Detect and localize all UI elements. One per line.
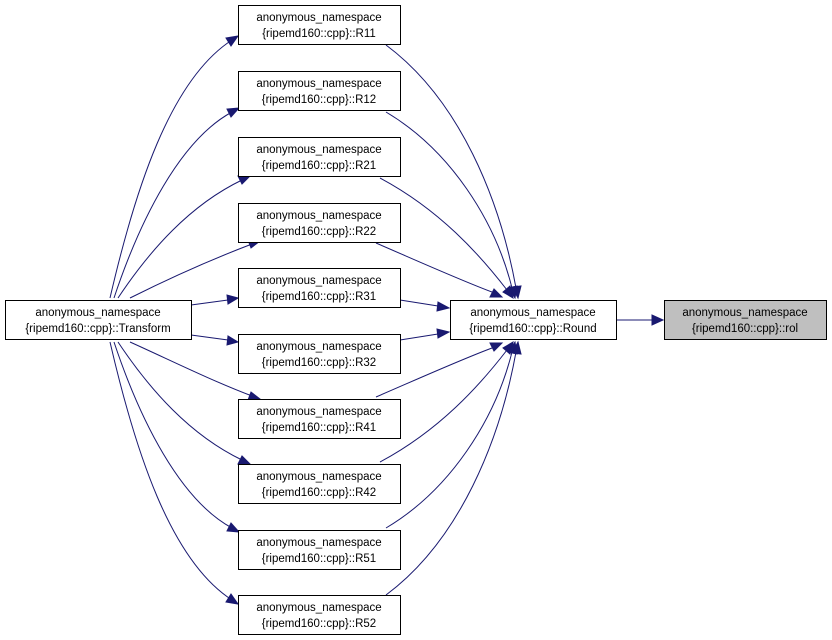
- edge-r51-round: [385, 351, 513, 529]
- edge-transform-r52: [109, 341, 233, 601]
- node-r42-line2: {ripemd160::cpp}::R42: [262, 487, 376, 499]
- edge-transform-r21: [117, 179, 243, 299]
- node-r12-line1: anonymous_namespace: [256, 78, 381, 90]
- node-r41[interactable]: anonymous_namespace {ripemd160::cpp}::R4…: [238, 399, 401, 439]
- node-transform[interactable]: anonymous_namespace {ripemd160::cpp}::Tr…: [5, 300, 192, 340]
- node-r52[interactable]: anonymous_namespace {ripemd160::cpp}::R5…: [238, 595, 401, 635]
- node-r31-line2: {ripemd160::cpp}::R31: [262, 291, 376, 303]
- arrowhead-r32: [226, 335, 240, 346]
- arrowhead-r51: [226, 522, 241, 533]
- edge-transform-r31: [190, 299, 229, 306]
- node-r42[interactable]: anonymous_namespace {ripemd160::cpp}::R4…: [238, 464, 401, 504]
- node-r41-line2: {ripemd160::cpp}::R41: [262, 422, 376, 434]
- node-rol-line1: anonymous_namespace: [682, 307, 807, 319]
- node-round-line1: anonymous_namespace: [470, 307, 595, 319]
- arrowhead-round-from-r22: [489, 288, 504, 298]
- edge-transform-r42: [117, 341, 243, 461]
- node-r11-line2: {ripemd160::cpp}::R11: [262, 28, 376, 40]
- arrowhead-round-from-r31: [436, 301, 451, 312]
- arrowhead-r41: [247, 391, 262, 401]
- node-r11-line1: anonymous_namespace: [256, 12, 381, 24]
- edge-transform-r51: [113, 341, 233, 529]
- node-r21-line2: {ripemd160::cpp}::R21: [262, 160, 376, 172]
- edge-transform-r22: [129, 243, 253, 299]
- edge-r52-round: [385, 351, 517, 596]
- edge-transform-r41: [129, 341, 253, 397]
- arrowhead-r21: [237, 175, 252, 185]
- arrowhead-r52: [225, 593, 240, 605]
- edge-transform-r12: [113, 111, 233, 299]
- node-r22[interactable]: anonymous_namespace {ripemd160::cpp}::R2…: [238, 203, 401, 243]
- node-r11[interactable]: anonymous_namespace {ripemd160::cpp}::R1…: [238, 5, 401, 45]
- node-r12-line2: {ripemd160::cpp}::R12: [262, 94, 376, 106]
- node-r51-line1: anonymous_namespace: [256, 537, 381, 549]
- node-r51-line2: {ripemd160::cpp}::R51: [262, 553, 376, 565]
- arrowhead-r12: [226, 107, 241, 118]
- node-r52-line1: anonymous_namespace: [256, 602, 381, 614]
- node-transform-line2: {ripemd160::cpp}::Transform: [25, 323, 170, 335]
- node-r22-line1: anonymous_namespace: [256, 210, 381, 222]
- node-round[interactable]: anonymous_namespace {ripemd160::cpp}::Ro…: [450, 300, 617, 340]
- arrowhead-round-from-r41: [489, 342, 504, 352]
- node-r12[interactable]: anonymous_namespace {ripemd160::cpp}::R1…: [238, 71, 401, 111]
- node-r32-line2: {ripemd160::cpp}::R32: [262, 357, 376, 369]
- edge-r32-round: [399, 333, 439, 341]
- node-r52-line2: {ripemd160::cpp}::R52: [262, 618, 376, 630]
- node-transform-line1: anonymous_namespace: [35, 307, 160, 319]
- node-r21-line1: anonymous_namespace: [256, 144, 381, 156]
- arrowhead-round-from-r32: [436, 328, 451, 339]
- node-rol[interactable]: anonymous_namespace {ripemd160::cpp}::ro…: [664, 300, 827, 340]
- node-r32[interactable]: anonymous_namespace {ripemd160::cpp}::R3…: [238, 334, 401, 374]
- node-r31-line1: anonymous_namespace: [256, 275, 381, 287]
- edge-r42-round: [379, 349, 508, 463]
- node-r32-line1: anonymous_namespace: [256, 341, 381, 353]
- edge-r31-round: [399, 299, 439, 307]
- nodes: anonymous_namespace {ripemd160::cpp}::Tr…: [5, 5, 827, 635]
- arrowhead-round-from-r52: [511, 340, 522, 355]
- node-r41-line1: anonymous_namespace: [256, 406, 381, 418]
- edge-r21-round: [379, 177, 508, 291]
- node-r42-line1: anonymous_namespace: [256, 471, 381, 483]
- node-rol-line2: {ripemd160::cpp}::rol: [692, 323, 798, 335]
- arrowhead-rol: [651, 314, 665, 326]
- node-round-line2: {ripemd160::cpp}::Round: [469, 323, 596, 335]
- node-r51[interactable]: anonymous_namespace {ripemd160::cpp}::R5…: [238, 530, 401, 570]
- node-r22-line2: {ripemd160::cpp}::R22: [262, 226, 376, 238]
- edge-transform-r11: [109, 39, 233, 299]
- edge-transform-r32: [190, 334, 229, 341]
- edge-r22-round: [375, 242, 493, 293]
- node-r21[interactable]: anonymous_namespace {ripemd160::cpp}::R2…: [238, 137, 401, 177]
- arrowhead-round-from-r21: [502, 285, 514, 300]
- edge-r12-round: [385, 111, 513, 289]
- edge-r11-round: [385, 44, 517, 289]
- arrowhead-r42: [237, 455, 252, 465]
- arrowhead-r31: [226, 294, 240, 305]
- arrowhead-r11: [225, 35, 240, 47]
- node-r31[interactable]: anonymous_namespace {ripemd160::cpp}::R3…: [238, 268, 401, 308]
- edge-r41-round: [375, 347, 493, 398]
